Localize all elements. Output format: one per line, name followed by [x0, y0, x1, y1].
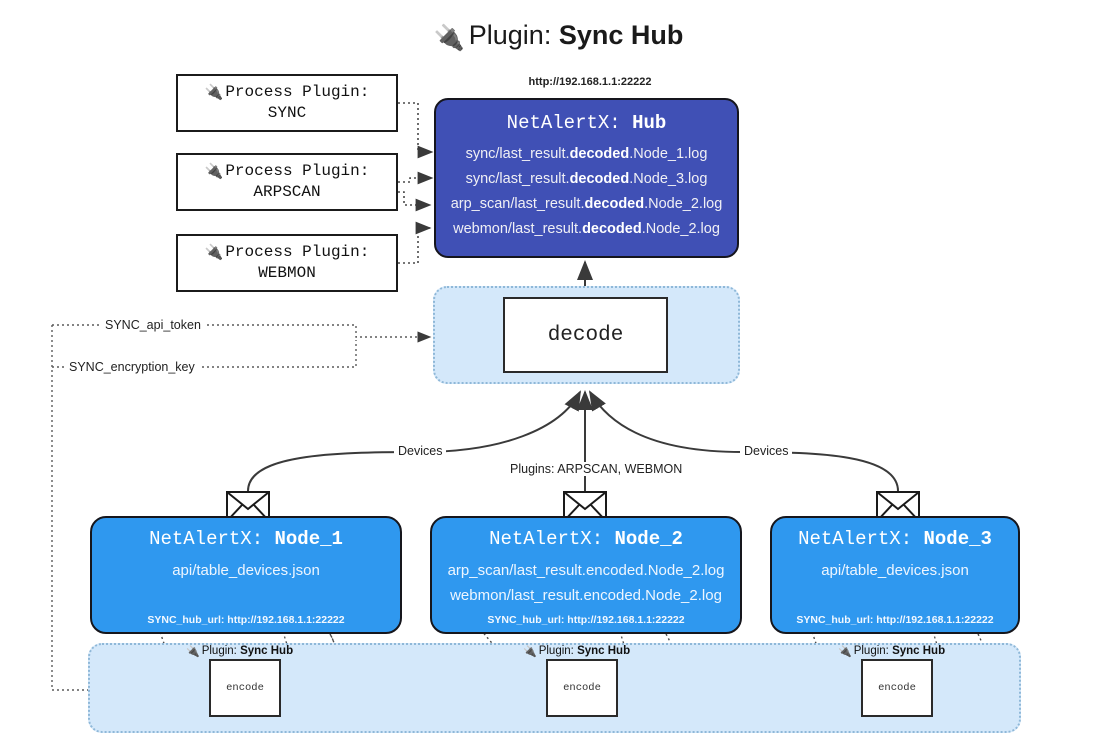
encode-plugin-label: 🔌Plugin: Sync Hub	[186, 645, 293, 658]
edge-label-devices-right: Devices	[740, 444, 793, 458]
edge-label-devices-left: Devices	[394, 444, 447, 458]
page-title-prefix: Plugin:	[468, 20, 559, 50]
log-pre: webmon/last_result.	[453, 221, 583, 237]
plug-icon: 🔌	[204, 162, 224, 180]
node-hub-url: SYNC_hub_url: http://192.168.1.1:22222	[487, 614, 685, 626]
plug-icon: 🔌	[204, 243, 224, 261]
node-card-node-1[interactable]: NetAlertX: Node_1 api/table_devices.json…	[90, 516, 402, 634]
decode-box[interactable]: decode	[503, 297, 668, 373]
node-title-prefix: NetAlertX:	[798, 528, 924, 550]
encode-plugin-name: Sync Hub	[240, 645, 294, 657]
hub-log-line: sync/last_result.decoded.Node_1.log	[436, 142, 737, 167]
node-title-name: Node_1	[274, 528, 343, 550]
process-plugin-box-arpscan[interactable]: 🔌Process Plugin: ARPSCAN	[176, 153, 398, 211]
node-title-prefix: NetAlertX:	[489, 528, 615, 550]
node-title-name: Node_3	[923, 528, 992, 550]
edge-label-encryption-key: SYNC_encryption_key	[65, 360, 199, 374]
plug-icon: 🔌	[186, 646, 200, 658]
encode-plugin-label: 🔌Plugin: Sync Hub	[838, 645, 945, 658]
encode-plugin-prefix: Plugin:	[853, 645, 893, 657]
process-plugin-name: WEBMON	[258, 264, 316, 282]
log-post: .Node_3.log	[629, 171, 708, 187]
process-plugin-label: Process Plugin:	[225, 243, 370, 261]
plug-icon: 🔌	[523, 646, 537, 658]
node-line-list: api/table_devices.json	[92, 558, 400, 583]
node-line: api/table_devices.json	[821, 562, 969, 579]
encode-plugin-name: Sync Hub	[577, 645, 631, 657]
plug-icon: 🔌	[204, 83, 224, 101]
encode-box-node-1[interactable]: encode	[209, 659, 281, 717]
process-plugin-label: Process Plugin:	[225, 162, 370, 180]
node-line: api/table_devices.json	[172, 562, 320, 579]
hub-log-line: webmon/last_result.decoded.Node_2.log	[436, 217, 737, 242]
log-mid: decoded	[569, 146, 630, 162]
hub-node-card[interactable]: NetAlertX: Hub sync/last_result.decoded.…	[434, 98, 739, 258]
node-hub-url: SYNC_hub_url: http://192.168.1.1:22222	[796, 614, 994, 626]
log-post: .Node_1.log	[629, 146, 708, 162]
process-plugin-name: ARPSCAN	[253, 183, 321, 201]
encode-plugin-name: Sync Hub	[892, 645, 946, 657]
node-line: webmon/last_result.encoded.Node_2.log	[450, 587, 722, 604]
log-post: .Node_2.log	[641, 221, 720, 237]
log-pre: sync/last_result.	[465, 146, 570, 162]
encode-box-node-3[interactable]: encode	[861, 659, 933, 717]
edge-label-plugins: Plugins: ARPSCAN, WEBMON	[506, 462, 687, 476]
encode-plugin-prefix: Plugin:	[538, 645, 578, 657]
node-title: NetAlertX: Node_2	[432, 526, 740, 552]
node-title-name: Node_2	[614, 528, 683, 550]
node-title: NetAlertX: Node_3	[772, 526, 1018, 552]
node-title: NetAlertX: Node_1	[92, 526, 400, 552]
plug-icon: 🔌	[838, 646, 852, 658]
hub-title-prefix: NetAlertX:	[506, 112, 633, 134]
log-pre: sync/last_result.	[465, 171, 570, 187]
node-title-prefix: NetAlertX:	[149, 528, 275, 550]
log-mid: decoded	[582, 221, 642, 237]
encode-plugin-prefix: Plugin:	[201, 645, 241, 657]
log-pre: arp_scan/last_result.	[450, 196, 585, 212]
process-plugin-box-sync[interactable]: 🔌Process Plugin: SYNC	[176, 74, 398, 132]
plug-icon: 🔌	[433, 24, 465, 52]
node-line: arp_scan/last_result.encoded.Node_2.log	[447, 562, 725, 579]
node-line-list: arp_scan/last_result.encoded.Node_2.log …	[432, 558, 740, 608]
log-mid: decoded	[584, 196, 645, 212]
edge-label-api-token: SYNC_api_token	[101, 318, 205, 332]
process-plugin-label: Process Plugin:	[225, 83, 370, 101]
hub-log-line: sync/last_result.decoded.Node_3.log	[436, 167, 737, 192]
node-line-list: api/table_devices.json	[772, 558, 1018, 583]
hub-log-list: sync/last_result.decoded.Node_1.log sync…	[436, 142, 737, 242]
hub-title-name: Hub	[632, 112, 667, 134]
hub-log-line: arp_scan/last_result.decoded.Node_2.log	[436, 192, 737, 217]
node-hub-url: SYNC_hub_url: http://192.168.1.1:22222	[147, 614, 345, 626]
encode-box-node-2[interactable]: encode	[546, 659, 618, 717]
node-card-node-2[interactable]: NetAlertX: Node_2 arp_scan/last_result.e…	[430, 516, 742, 634]
page-title-name: Sync Hub	[558, 20, 684, 50]
log-post: .Node_2.log	[644, 196, 723, 212]
log-mid: decoded	[569, 171, 630, 187]
node-card-node-3[interactable]: NetAlertX: Node_3 api/table_devices.json…	[770, 516, 1020, 634]
page-title: 🔌Plugin: Sync Hub	[0, 18, 1117, 55]
hub-url-label: http://192.168.1.1:22222	[528, 76, 652, 88]
encode-plugin-label: 🔌Plugin: Sync Hub	[523, 645, 630, 658]
process-plugin-box-webmon[interactable]: 🔌Process Plugin: WEBMON	[176, 234, 398, 292]
process-plugin-name: SYNC	[267, 104, 307, 122]
hub-title: NetAlertX: Hub	[436, 110, 737, 136]
